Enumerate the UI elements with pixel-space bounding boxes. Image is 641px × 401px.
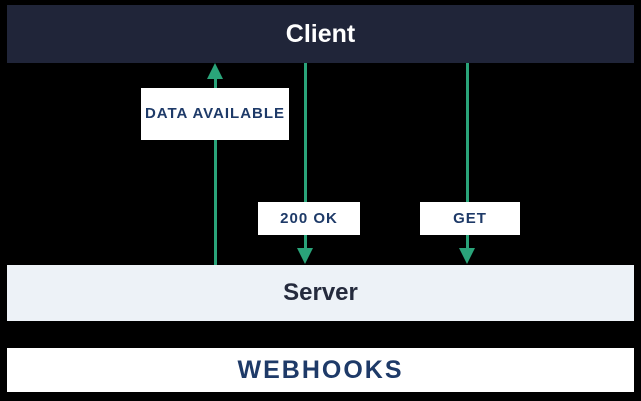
request-message-text: GET [453,209,487,227]
data-available-message-text: DATA AVAILABLE [144,105,286,123]
down-arrowhead-icon [459,248,475,264]
up-arrowhead-icon [207,63,223,79]
webhooks-title-bar: WEBHOOKS [7,348,634,392]
request-arrow-line [466,63,469,250]
client-label: Client [285,19,356,48]
diagram-title: WEBHOOKS [237,355,404,384]
server-bar: Server [7,265,634,321]
data-available-arrow-line [214,76,217,265]
response-message-label: 200 OK [258,202,360,235]
response-message-text: 200 OK [280,209,338,227]
down-arrowhead-icon [297,248,313,264]
request-message-label: GET [420,202,520,235]
client-bar: Client [7,5,634,63]
response-arrow-line [304,63,307,250]
server-label: Server [283,279,358,306]
data-available-message-label: DATA AVAILABLE [141,88,289,140]
